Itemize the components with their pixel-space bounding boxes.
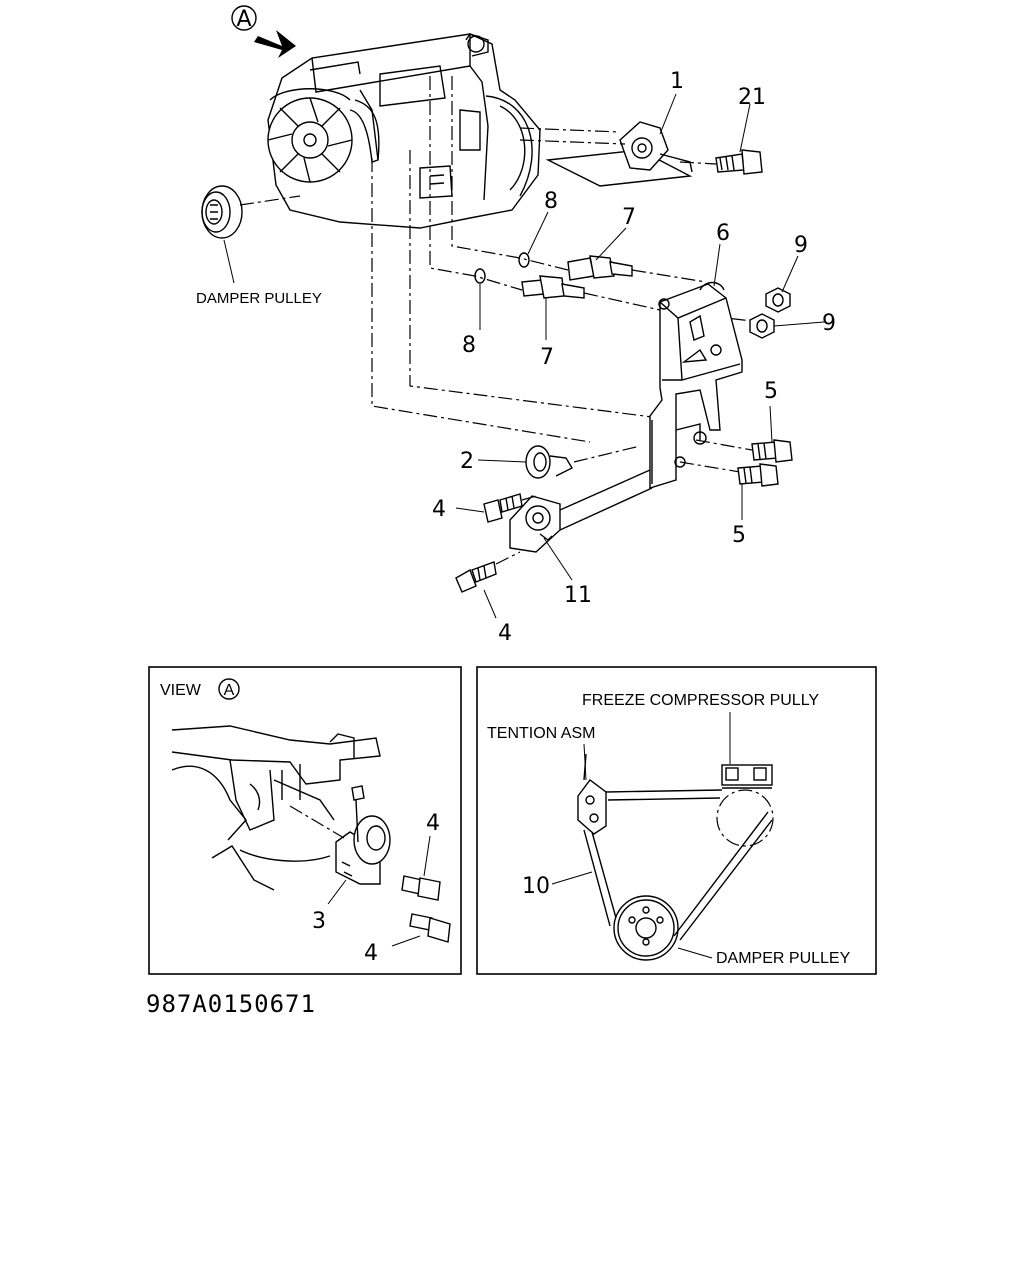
callout-10: 10 [522,874,550,899]
callout-11: 11 [564,583,592,608]
callout-8-lower: 8 [462,333,476,358]
view-a-callout-3: 3 [312,909,326,934]
belt-damper-pulley-label: DAMPER PULLEY [716,950,851,967]
bolt-5-upper [751,439,793,463]
main-callouts: 1 21 8 7 6 9 9 8 7 2 5 5 4 4 11 [432,69,836,646]
callout-9-lower: 9 [822,311,836,336]
leader-lines [455,93,825,619]
callout-4-lower: 4 [498,621,512,646]
part-21-bolt [679,149,763,175]
callout-8-upper: 8 [544,189,558,214]
engine-assembly [267,33,541,229]
part-2-idler-pulley [525,445,641,479]
freeze-compressor-label: FREEZE COMPRESSOR PULLY [582,692,819,709]
belt-damper-pulley [613,895,679,961]
bolt-4-lower [455,551,521,593]
view-a-callout-4-lower: 4 [364,941,378,966]
view-marker-letter: A [236,7,251,32]
view-a-callout-4-upper: 4 [426,811,440,836]
part-1-bracket [519,121,693,187]
callout-7-lower: 7 [540,345,554,370]
callout-4-upper: 4 [432,497,446,522]
damper-pulley-label: DAMPER PULLEY [196,290,322,307]
view-a-arrow [254,30,296,58]
callout-2: 2 [460,449,474,474]
drawing-code: 987A0150671 [146,990,316,1018]
view-a-panel-marker: A [224,682,235,699]
callout-7-upper: 7 [622,205,636,230]
assembly-lines [371,76,761,473]
nut-9-upper [765,287,791,313]
callout-1: 1 [670,69,684,94]
tension-asm-label: TENTION ASM [487,725,595,742]
view-a-panel: VIEW A 4 4 3 [148,666,462,975]
washer-8-lower [474,268,486,284]
part-6-mount-bracket [649,281,743,489]
callout-5-upper: 5 [764,379,778,404]
washer-8-upper [518,252,530,268]
damper-pulley [201,185,301,284]
view-a-title: VIEW [160,682,202,699]
belt-tensioner [577,753,607,835]
callout-6: 6 [716,221,730,246]
bolt-4-upper [483,493,537,523]
bolt-5-lower [737,463,779,487]
drive-belt [583,789,773,941]
belt-routing-panel: FREEZE COMPRESSOR PULLY TENTION ASM DAMP… [476,666,877,975]
nut-9-lower [749,313,775,339]
compressor-pulley [716,764,774,847]
stud-7-lower [521,275,585,299]
view-a-marker: A [231,5,257,32]
stud-7-upper [567,255,633,281]
part-11-tensioner [509,469,653,553]
callout-9-upper: 9 [794,233,808,258]
callout-21: 21 [738,85,766,110]
callout-5-lower: 5 [732,523,746,548]
